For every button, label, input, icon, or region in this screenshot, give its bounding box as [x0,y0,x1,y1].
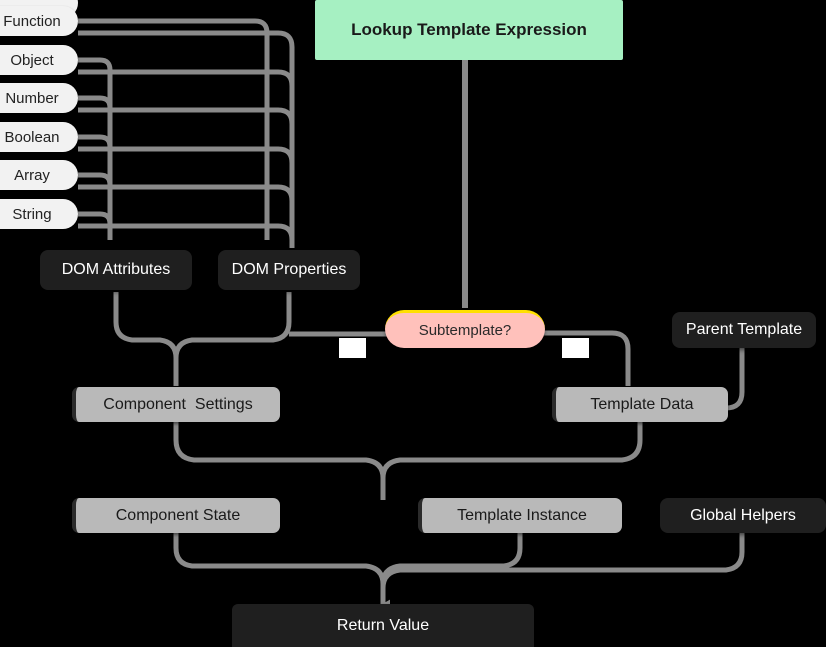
edges-settings-data-to-midjunction [173,422,643,500]
edge-label-subtemplate-right [562,338,589,358]
type-chip-function[interactable]: Function [0,6,78,36]
type-chip-object[interactable]: Object [0,45,78,75]
node-return-value[interactable]: Return Value [232,604,534,647]
type-chip-number-label: Number [5,89,59,107]
node-component-state-label: Component State [115,506,241,524]
node-dom-attributes-label: DOM Attributes [61,261,171,278]
type-chip-number[interactable]: Number [0,83,78,113]
node-component-settings[interactable]: Component Settings [72,387,280,422]
node-template-data-label: Template Data [590,395,694,413]
node-subtemplate-decision[interactable]: Subtemplate? [385,310,545,348]
type-chip-object-label: Object [10,51,54,69]
edges-to-return-value [173,532,745,609]
node-return-value-label: Return Value [336,616,430,634]
type-chip-string-label: String [12,205,52,223]
type-chip-boolean-label: Boolean [4,128,60,146]
type-chip-string[interactable]: String [0,199,78,229]
node-template-instance-label: Template Instance [457,506,587,524]
edge-label-subtemplate-left [339,338,366,358]
header-lookup-template-expression[interactable]: Lookup Template Expression [315,0,623,60]
node-template-data[interactable]: Template Data [552,387,728,422]
edges-type-chips-to-dom-attributes [78,18,270,240]
edges-type-chips-to-dom-properties [78,30,295,248]
edges-dom-to-component-settings [113,292,292,386]
type-chip-function-label: Function [3,12,61,30]
type-chip-boolean[interactable]: Boolean [0,122,78,152]
node-global-helpers[interactable]: Global Helpers [660,498,826,533]
node-dom-attributes[interactable]: DOM Attributes [40,250,192,290]
node-subtemplate-label: Subtemplate? [418,322,512,339]
node-dom-properties[interactable]: DOM Properties [218,250,360,290]
node-component-state[interactable]: Component State [72,498,280,533]
node-parent-template-label: Parent Template [685,321,803,338]
edge-subtemplate-to-template-data [543,330,631,386]
type-chip-array[interactable]: Array [0,160,78,190]
node-component-settings-label: Component Settings [103,395,253,413]
node-global-helpers-label: Global Helpers [690,506,796,524]
node-template-instance[interactable]: Template Instance [418,498,622,533]
type-chip-array-label: Array [14,166,50,184]
header-label: Lookup Template Expression [351,20,587,39]
node-dom-properties-label: DOM Properties [231,261,347,278]
node-parent-template[interactable]: Parent Template [672,312,816,348]
